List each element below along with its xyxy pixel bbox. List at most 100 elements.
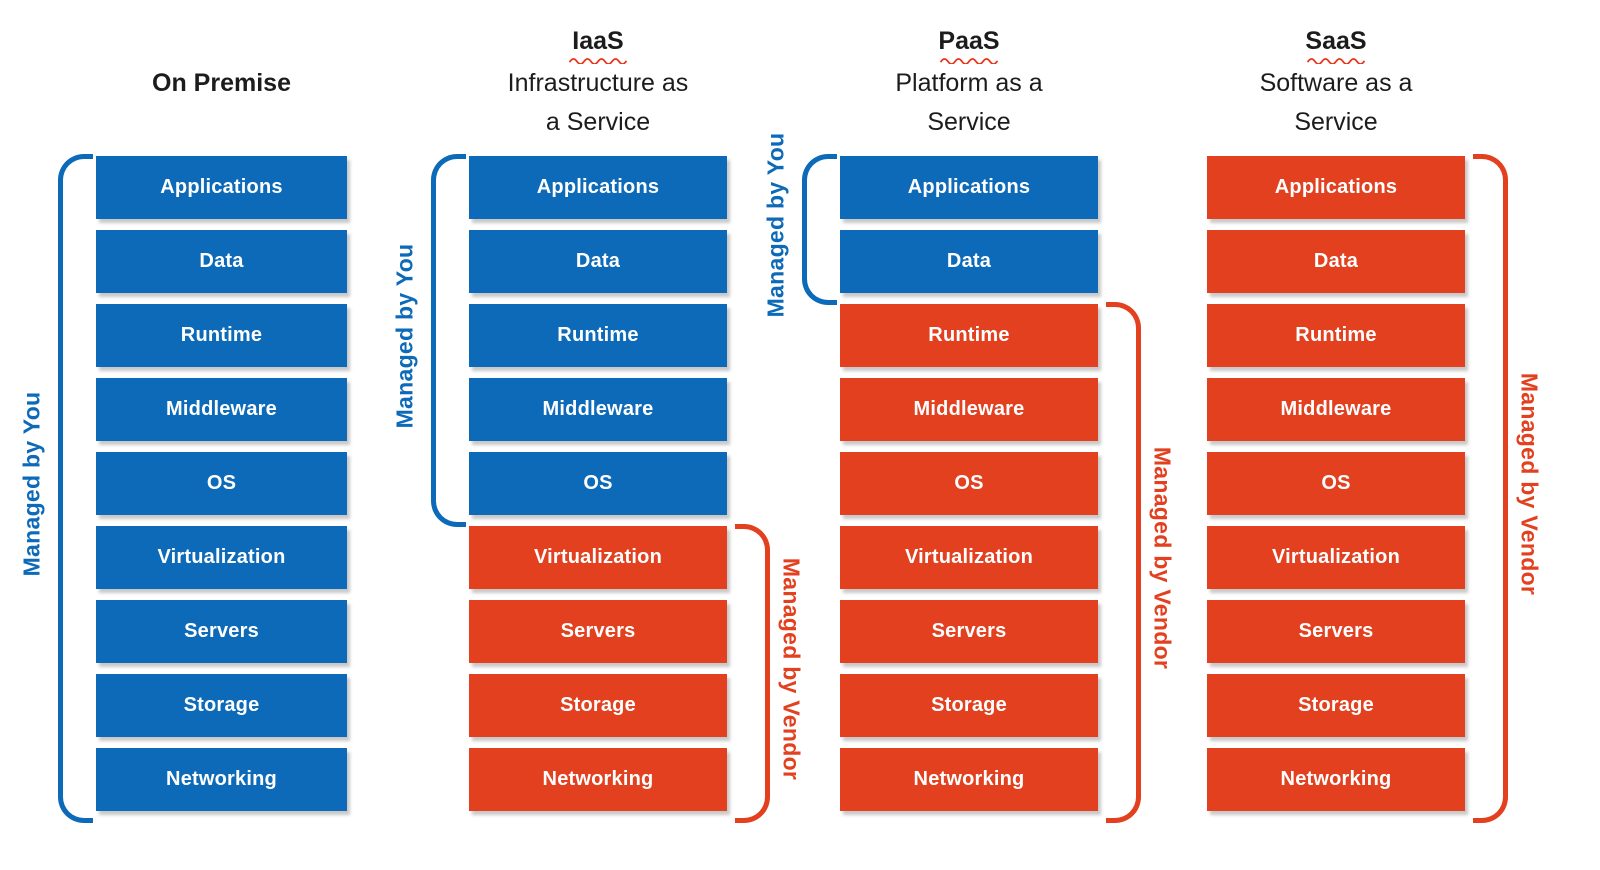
layer-label: Middleware [166,398,277,420]
paas-subtitle-line: Service [927,108,1011,136]
layer-label: OS [206,472,237,494]
paas-layer-applications: Applications [840,156,1098,219]
saas-layer-storage: Storage [1207,674,1465,737]
on-premise-managed-by-you-bracket [58,154,93,823]
layer-label: Storage [560,694,636,716]
layer-label: Middleware [913,398,1025,420]
iaas-managed-by-you-label: Managed by You [391,243,418,428]
on-premise-title-block: On Premise [51,66,392,100]
on-premise-layer-applications: Applications [96,156,347,219]
iaas-layer-networking: Networking [469,748,727,811]
on-premise-layer-runtime: Runtime [96,304,347,367]
layer-label: Servers [184,620,259,642]
saas-layer-networking: Networking [1207,748,1465,811]
layer-label: Data [575,250,621,272]
layer-label: Storage [931,694,1007,716]
layer-label: Networking [542,768,654,790]
iaas-layer-storage: Storage [469,674,727,737]
spellcheck-squiggle-icon [1307,58,1365,64]
paas-managed-by-you-bracket [802,154,837,305]
paas-title-block: PaaS Platform as a Service [795,24,1143,142]
iaas-title-block: IaaS Infrastructure as a Service [424,24,772,142]
layer-label: Runtime [557,324,639,346]
iaas-managed-by-vendor-bracket [735,524,770,823]
layer-label: OS [954,472,984,494]
layer-label: Networking [166,768,277,790]
iaas-layer-middleware: Middleware [469,378,727,441]
saas-layer-applications: Applications [1207,156,1465,219]
iaas-layer-virtualization: Virtualization [469,526,727,589]
layer-label: Networking [1280,768,1392,790]
saas-title-block: SaaS Software as a Service [1162,24,1510,142]
layer-label: Virtualization [157,546,286,568]
iaas-title: IaaS [572,27,624,55]
iaas-managed-by-vendor-label: Managed by Vendor [778,557,805,780]
layer-label: Middleware [542,398,654,420]
spellcheck-squiggle-icon [569,58,627,64]
paas-title: PaaS [938,27,1000,55]
layer-label: Servers [560,620,636,642]
on-premise-title: On Premise [152,69,291,97]
paas-managed-by-vendor-bracket [1106,302,1141,823]
saas-managed-by-vendor-label: Managed by Vendor [1516,372,1543,595]
layer-label: Runtime [1295,324,1377,346]
layer-label: Middleware [1280,398,1392,420]
saas-layer-servers: Servers [1207,600,1465,663]
paas-layer-middleware: Middleware [840,378,1098,441]
on-premise-layer-networking: Networking [96,748,347,811]
layer-label: Data [1313,250,1359,272]
layer-label: Networking [913,768,1025,790]
saas-title: SaaS [1305,27,1367,55]
saas-layer-data: Data [1207,230,1465,293]
paas-subtitle-line: Platform as a [895,69,1043,97]
paas-layer-storage: Storage [840,674,1098,737]
on-premise-layer-os: OS [96,452,347,515]
layer-label: Runtime [180,324,263,346]
layer-label: Data [946,250,992,272]
layer-label: Data [199,250,244,272]
saas-subtitle-line: Software as a [1259,69,1413,97]
layer-label: Applications [536,176,660,198]
layer-label: OS [583,472,613,494]
spellcheck-squiggle-icon [940,58,998,64]
layer-label: Servers [1298,620,1374,642]
saas-layer-runtime: Runtime [1207,304,1465,367]
layer-label: Storage [183,694,260,716]
on-premise-layer-virtualization: Virtualization [96,526,347,589]
saas-layer-os: OS [1207,452,1465,515]
saas-layer-middleware: Middleware [1207,378,1465,441]
paas-managed-by-vendor-label: Managed by Vendor [1149,446,1176,669]
iaas-managed-by-you-bracket [431,154,466,527]
iaas-subtitle-line: a Service [545,108,651,136]
paas-layer-networking: Networking [840,748,1098,811]
paas-layer-data: Data [840,230,1098,293]
on-premise-layer-data: Data [96,230,347,293]
saas-subtitle-line: Service [1294,108,1378,136]
iaas-layer-runtime: Runtime [469,304,727,367]
paas-layer-servers: Servers [840,600,1098,663]
layer-label: Applications [907,176,1031,198]
layer-label: Applications [160,176,283,198]
on-premise-layer-storage: Storage [96,674,347,737]
iaas-layer-applications: Applications [469,156,727,219]
saas-managed-by-vendor-bracket [1473,154,1508,823]
iaas-layer-data: Data [469,230,727,293]
layer-label: Storage [1298,694,1374,716]
layer-label: Applications [1274,176,1398,198]
layer-label: OS [1321,472,1351,494]
paas-layer-os: OS [840,452,1098,515]
iaas-subtitle-line: Infrastructure as [507,69,689,97]
iaas-layer-servers: Servers [469,600,727,663]
saas-layer-virtualization: Virtualization [1207,526,1465,589]
paas-layer-virtualization: Virtualization [840,526,1098,589]
on-premise-layer-middleware: Middleware [96,378,347,441]
on-premise-managed-by-you-label: Managed by You [18,391,45,576]
layer-label: Virtualization [1271,546,1400,568]
layer-label: Servers [931,620,1007,642]
paas-managed-by-you-label: Managed by You [762,132,789,317]
layer-label: Virtualization [533,546,662,568]
iaas-layer-os: OS [469,452,727,515]
layer-label: Runtime [928,324,1010,346]
on-premise-layer-servers: Servers [96,600,347,663]
